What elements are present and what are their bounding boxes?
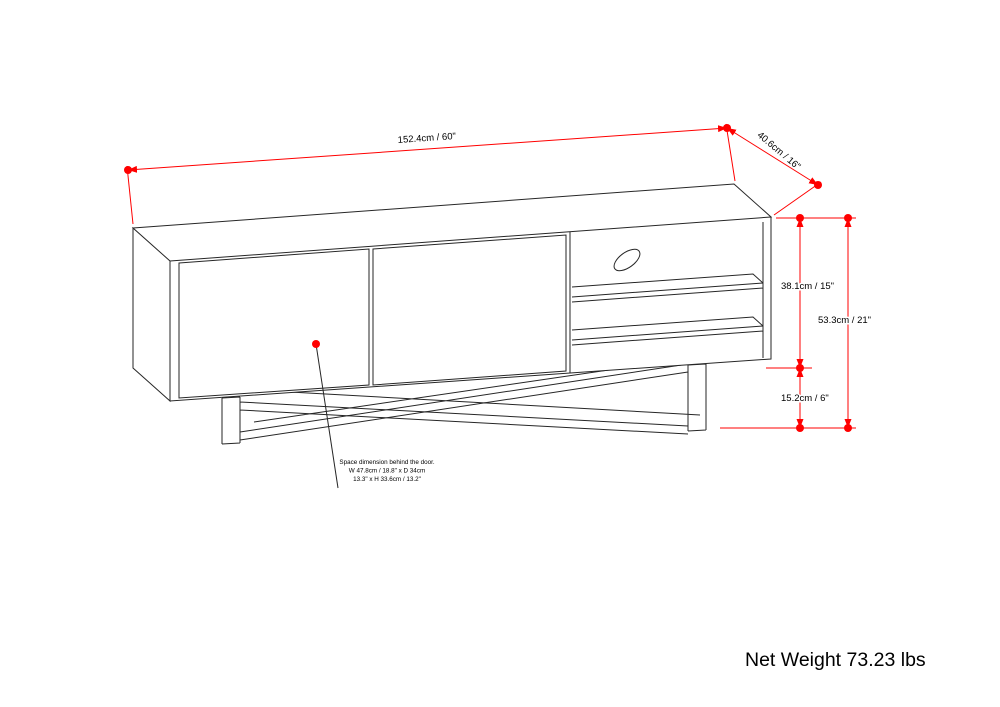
cabinet-doors — [178, 234, 567, 399]
dimension-endpoint-dots — [124, 124, 852, 432]
dimension-width-label: 152.4cm / 60" — [397, 131, 456, 146]
endpoint-dot — [844, 424, 852, 432]
endpoint-dot — [814, 181, 822, 189]
endpoint-dot — [796, 424, 804, 432]
endpoint-dot — [124, 166, 132, 174]
endpoint-dot — [844, 214, 852, 222]
endpoint-dot — [312, 340, 320, 348]
tv-stand-drawing — [131, 183, 773, 445]
dimension-line-width — [127, 125, 728, 173]
annotation-leader-line — [315, 343, 339, 489]
door-space-note-line3: 13.3" x H 33.6cm / 13.2" — [353, 476, 421, 483]
dimension-line-depth — [726, 127, 819, 186]
dimension-cabinet-height-label: 38.1cm / 15" — [781, 281, 834, 292]
dimension-base-height-label: 15.2cm / 6" — [781, 393, 829, 404]
door-space-note: Space dimension behind the door. W 47.8c… — [339, 459, 434, 483]
dimension-depth-label: 40.6cm / 16" — [755, 130, 803, 173]
endpoint-dot — [796, 214, 804, 222]
shelf-lines — [569, 222, 764, 373]
endpoint-dot — [723, 124, 731, 132]
dimension-total-height-label: 53.3cm / 21" — [818, 315, 871, 326]
door-space-note-line2: W 47.8cm / 18.8" x D 34cm — [349, 468, 425, 475]
door-space-note-line1: Space dimension behind the door. — [339, 459, 434, 466]
net-weight-label: Net Weight 73.23 lbs — [745, 649, 926, 671]
cable-hole — [613, 248, 641, 272]
endpoint-dot — [796, 364, 804, 372]
